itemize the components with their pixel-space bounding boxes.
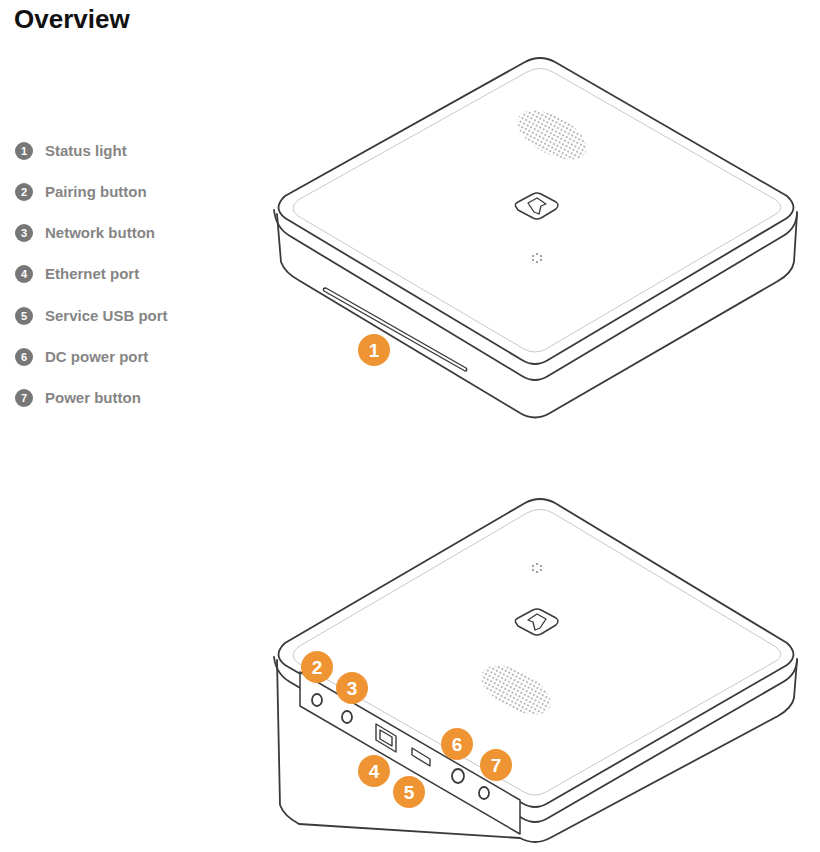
top-rim <box>293 69 781 353</box>
port-panel <box>300 672 520 834</box>
part-name: Network button <box>45 223 155 243</box>
microphone-dots <box>532 563 542 573</box>
list-number: 5 <box>15 307 33 325</box>
speaker-grille <box>474 655 559 724</box>
page-title: Overview <box>14 4 130 35</box>
callout-number: 7 <box>480 749 512 781</box>
callout-number: 1 <box>358 334 390 366</box>
speaker-grille <box>510 100 595 169</box>
list-number: 3 <box>15 224 33 242</box>
part-name: Service USB port <box>45 306 168 326</box>
usb-port <box>412 748 430 766</box>
network-button <box>342 711 352 723</box>
callout-number: 5 <box>393 776 425 808</box>
list-number: 2 <box>15 183 33 201</box>
part-name: Status light <box>45 141 127 161</box>
list-number: 4 <box>15 265 33 283</box>
microphone-dots <box>532 253 542 263</box>
part-name: Pairing button <box>45 182 147 202</box>
device-top <box>279 499 794 807</box>
ethernet-port <box>376 724 396 752</box>
part-name: Power button <box>45 388 141 408</box>
logo-mark <box>528 198 546 214</box>
power-button <box>479 787 489 799</box>
callout-number: 3 <box>336 672 368 704</box>
logo-badge <box>515 193 558 219</box>
pairing-button <box>312 694 322 706</box>
logo-badge <box>515 609 558 635</box>
list-number: 7 <box>15 389 33 407</box>
device-rear-view <box>274 499 797 842</box>
status-light-strip <box>323 288 466 371</box>
device-top <box>279 58 794 364</box>
part-name: DC power port <box>45 347 148 367</box>
callout-number: 4 <box>358 755 390 787</box>
top-rim <box>293 510 781 796</box>
list-number: 6 <box>15 348 33 366</box>
part-name: Ethernet port <box>45 264 139 284</box>
callout-number: 6 <box>441 728 473 760</box>
callout-number: 2 <box>301 651 333 683</box>
logo-mark <box>528 614 546 630</box>
dc-power-port <box>452 769 464 783</box>
device-front-view <box>274 58 797 418</box>
list-number: 1 <box>15 142 33 160</box>
